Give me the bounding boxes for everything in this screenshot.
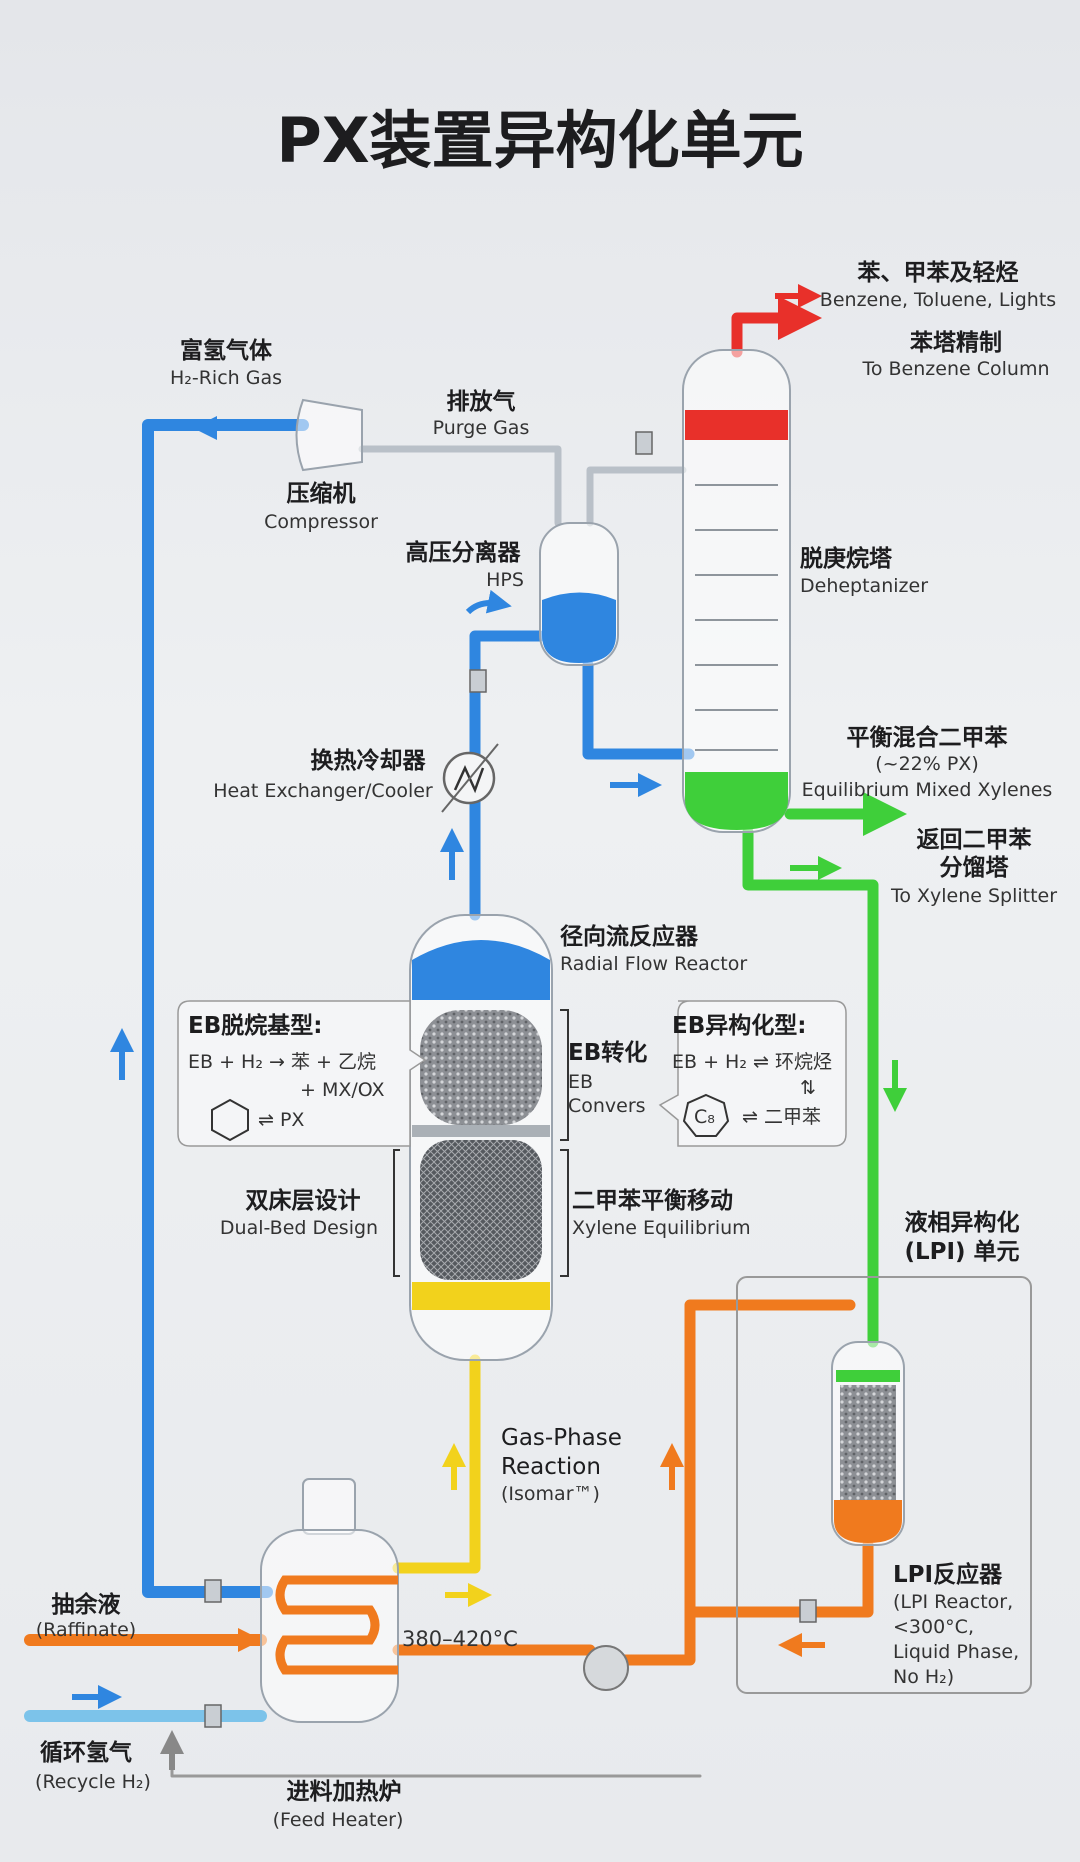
- label-xeq-zh: 二甲苯平衡移动: [572, 1187, 733, 1214]
- label-lpir-3: Liquid Phase,: [893, 1641, 1019, 1663]
- label-rfr-zh: 径向流反应器: [560, 923, 699, 950]
- label-hx-zh: 换热冷却器: [311, 747, 427, 774]
- pump-discharge-pipe: [392, 1299, 856, 1666]
- svg-text:EB + H₂ ⇌ 环烷烃: EB + H₂ ⇌ 环烷烃: [672, 1051, 832, 1073]
- label-benzene-en: Benzene, Toluene, Lights: [820, 289, 1056, 311]
- label-ebconv-zh: EB转化: [568, 1039, 647, 1066]
- label-bcol-en: To Benzene Column: [861, 358, 1049, 380]
- valve-icon: [635, 431, 653, 455]
- label-comp-en: Compressor: [264, 511, 378, 533]
- valve-icon: [799, 1599, 817, 1623]
- svg-text:⇅: ⇅: [800, 1077, 816, 1099]
- label-lpi-zh2: (LPI) 单元: [904, 1239, 1019, 1265]
- hps-liquid-pipe: [582, 659, 695, 760]
- label-rfr-en: Radial Flow Reactor: [560, 953, 747, 975]
- label-purge-en: Purge Gas: [433, 417, 530, 439]
- label-lpir-1: (LPI Reactor,: [893, 1591, 1013, 1613]
- eb-dealkylation-callout: EB脱烷基型: EB + H₂ → 苯 + 乙烷 + MX/OX ⇌ PX: [177, 1000, 427, 1147]
- purge-gas-pipe: [358, 445, 562, 527]
- heat-exchanger-icon: [441, 743, 499, 813]
- label-lpir-4: No H₂): [893, 1666, 954, 1688]
- label-comp-zh: 压缩机: [287, 480, 356, 507]
- feed-heater-return-line: [170, 1738, 702, 1778]
- lights-pipe: [731, 296, 822, 358]
- arrow-icon: [465, 589, 512, 615]
- svg-text:EB + H₂ → 苯 + 乙烷: EB + H₂ → 苯 + 乙烷: [188, 1051, 376, 1073]
- benzene-ring-icon: [211, 1098, 249, 1142]
- label-gas1: Gas-Phase: [501, 1425, 622, 1451]
- label-rh2-en: (Recycle H₂): [35, 1771, 151, 1793]
- label-fh-zh: 进料加热炉: [287, 1778, 402, 1805]
- label-gas2: Reaction: [501, 1454, 601, 1480]
- reactor-feed-pipe: [392, 1354, 481, 1574]
- compressor-icon: [295, 398, 363, 472]
- label-hps-zh: 高压分离器: [406, 539, 522, 566]
- label-rh2-zh: 循环氢气: [40, 1739, 132, 1766]
- label-lpir-2: <300°C,: [893, 1616, 974, 1638]
- label-fh-en: (Feed Heater): [273, 1809, 404, 1831]
- radial-flow-reactor: [409, 914, 553, 1361]
- label-lpir-zh: LPI反应器: [893, 1561, 1003, 1588]
- label-ebconv-en1: EB: [568, 1071, 593, 1093]
- label-dual-en: Dual-Bed Design: [220, 1217, 378, 1239]
- hps-vessel: [539, 522, 619, 666]
- page-title: PX装置异构化单元: [276, 104, 803, 177]
- svg-text:C₈: C₈: [694, 1106, 715, 1128]
- label-xs-en: To Xylene Splitter: [890, 885, 1057, 907]
- label-gas3: (Isomar™): [501, 1483, 600, 1505]
- bed-brackets: [393, 1009, 569, 1277]
- lpi-unit-box: [736, 1276, 1032, 1694]
- label-dehept-en: Deheptanizer: [800, 575, 928, 597]
- label-dual-zh: 双床层设计: [246, 1187, 361, 1214]
- label-hps-en: HPS: [486, 569, 524, 591]
- deheptanizer-column: [682, 349, 791, 833]
- label-h2rich-en: H₂-Rich Gas: [170, 367, 282, 389]
- lpi-feed-pipe: [742, 826, 879, 1348]
- pump-icon: [583, 1645, 629, 1691]
- valve-icon: [204, 1579, 222, 1603]
- label-benzene-zh: 苯、甲苯及轻烃: [857, 259, 1019, 286]
- svg-text:EB异构化型:: EB异构化型:: [672, 1012, 806, 1039]
- feed-heater: [260, 1478, 399, 1723]
- svg-text:EB脱烷基型:: EB脱烷基型:: [188, 1012, 322, 1039]
- label-lpi-zh1: 液相异构化: [905, 1209, 1020, 1236]
- hps-vapor-pipe: [586, 466, 687, 527]
- flow-arrows: [72, 284, 907, 1770]
- valve-icon: [469, 669, 487, 693]
- svg-text:+ MX/OX: + MX/OX: [300, 1079, 385, 1101]
- label-h2rich-zh: 富氢气体: [180, 337, 273, 364]
- reactor-effluent-pipe: [469, 630, 546, 921]
- label-temp: 380–420°C: [402, 1627, 518, 1651]
- eb-isomerization-callout: EB异构化型: EB + H₂ ⇌ 环烷烃 ⇅ C₈ ⇌ 二甲苯: [658, 1000, 847, 1147]
- label-dehept-zh: 脱庚烷塔: [800, 545, 893, 572]
- label-emx-pct: (~22% PX): [875, 753, 979, 775]
- label-xeq-en: Xylene Equilibrium: [572, 1217, 751, 1239]
- label-hx-en: Heat Exchanger/Cooler: [213, 780, 433, 802]
- label-emx-en: Equilibrium Mixed Xylenes: [802, 779, 1053, 801]
- lpi-product-pipe: [684, 1539, 874, 1618]
- svg-text:⇌ PX: ⇌ PX: [258, 1109, 304, 1131]
- label-emx-zh: 平衡混合二甲苯: [847, 724, 1008, 751]
- label-xs-zh2: 分馏塔: [940, 855, 1010, 881]
- valves[interactable]: [204, 431, 817, 1728]
- label-ebconv-en2: Convers: [568, 1095, 646, 1117]
- label-bcol-zh: 苯塔精制: [909, 330, 1002, 356]
- c8-ring-icon: [682, 1093, 730, 1137]
- label-raff-zh: 抽余液: [52, 1591, 121, 1618]
- label-xs-zh1: 返回二甲苯: [917, 827, 1032, 853]
- svg-text:⇌ 二甲苯: ⇌ 二甲苯: [742, 1106, 821, 1128]
- label-purge-zh: 排放气: [447, 388, 516, 415]
- lpi-reactor: [831, 1341, 905, 1546]
- label-raff-en: (Raffinate): [36, 1619, 136, 1641]
- valve-icon: [204, 1704, 222, 1728]
